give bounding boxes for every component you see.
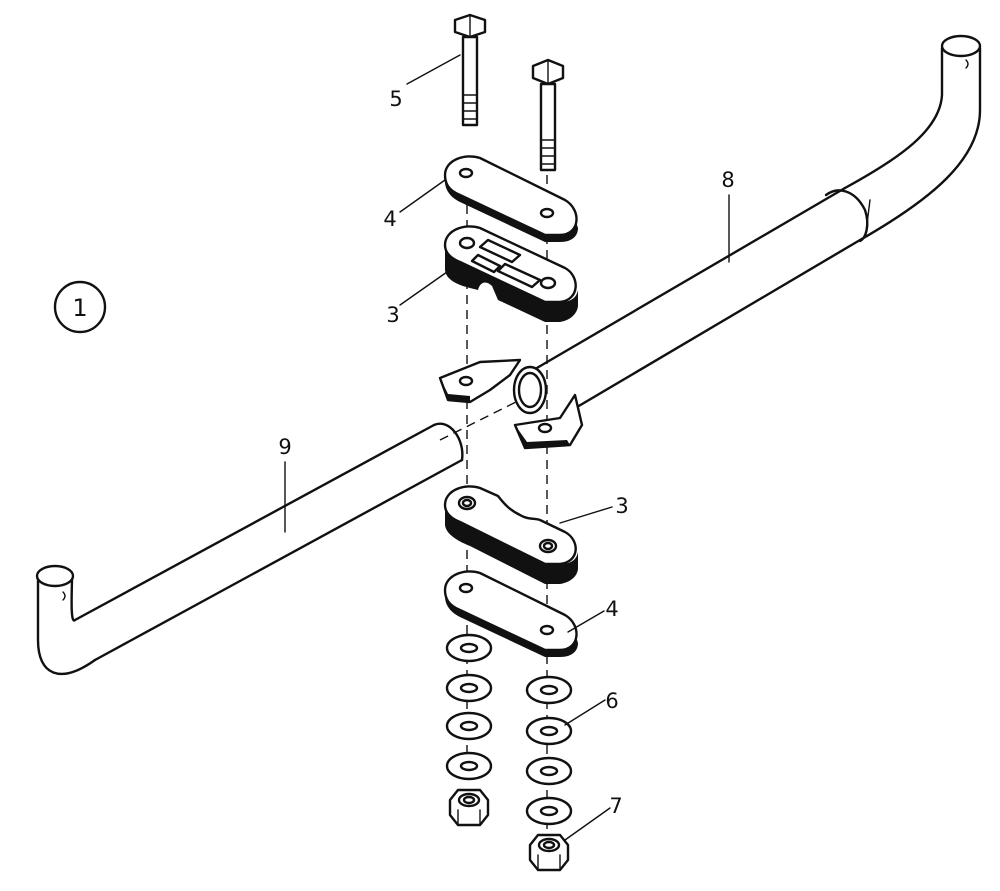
bolt-right (531, 58, 565, 172)
central-clamp-collar (438, 358, 584, 450)
callout-5: 5 (389, 87, 402, 111)
washer-stack-left (445, 633, 493, 781)
callout-6: 6 (605, 689, 618, 713)
clamp-bracket-bottom (443, 485, 578, 584)
washer-stack-right (525, 675, 573, 826)
callout-3-bottom: 3 (615, 494, 628, 518)
callout-3-top: 3 (386, 303, 399, 327)
clamp-plate-top (443, 155, 578, 242)
leader-lines (284, 54, 730, 841)
callout-7: 7 (609, 794, 622, 818)
callout-4-top: 4 (383, 207, 396, 231)
bolt-left (453, 13, 487, 127)
clamp-bracket-top (443, 225, 578, 322)
figure-number: 1 (72, 294, 87, 322)
torsion-bar-left (35, 422, 464, 676)
callout-4-bottom: 4 (605, 597, 618, 621)
callout-9: 9 (278, 435, 291, 459)
callout-8: 8 (721, 168, 734, 192)
nut-right (528, 833, 570, 872)
torsion-bar-right (528, 34, 982, 412)
clamp-plate-bottom (443, 570, 578, 657)
figure-number-badge: 1 (53, 280, 107, 334)
nut-left (448, 788, 490, 827)
